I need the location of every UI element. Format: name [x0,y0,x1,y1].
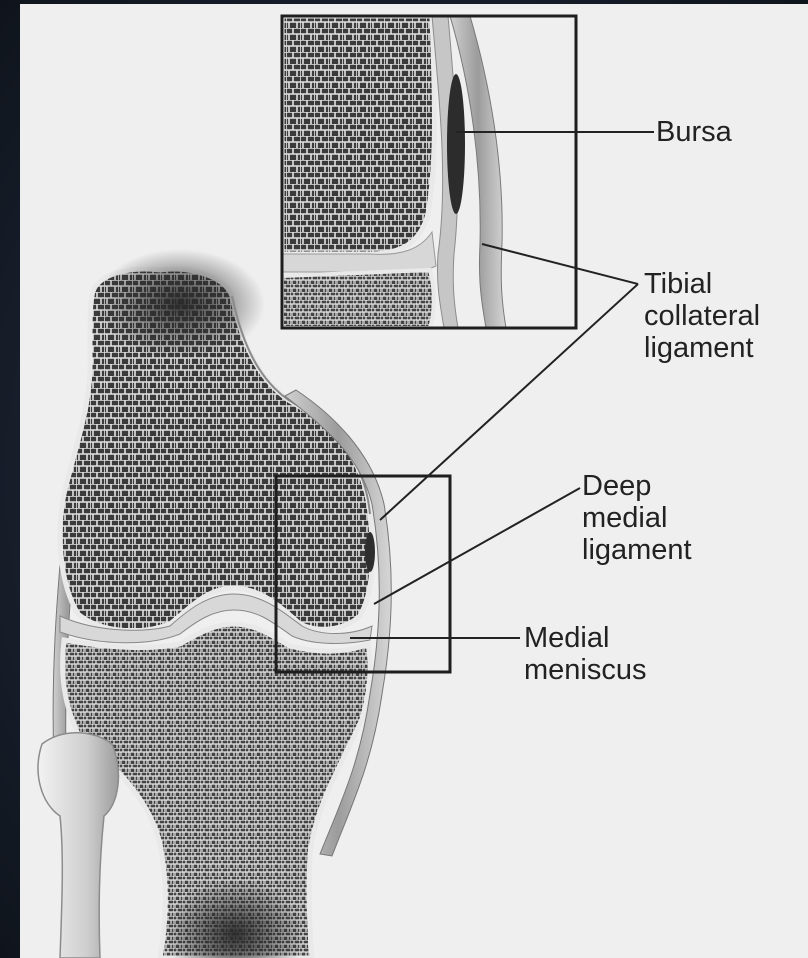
label-line-1: Deep [582,470,692,502]
label-line-1: Medial [524,622,647,654]
label-line-2: medial [582,502,692,534]
label-deep-medial-ligament: Deep medial ligament [582,470,692,566]
label-tibial-collateral-ligament: Tibial collateral ligament [644,268,760,364]
label-line-3: ligament [582,534,692,566]
label-line-1: Tibial [644,268,760,300]
bursa-small [365,532,375,572]
label-line-3: ligament [644,332,760,364]
label-bursa: Bursa [656,116,732,148]
label-line-2: collateral [644,300,760,332]
inset-detail [282,16,576,328]
label-medial-meniscus: Medial meniscus [524,622,647,686]
deep-medial-leader [374,488,580,604]
label-line-2: meniscus [524,654,647,686]
femur-marrow-shadow [95,249,265,359]
fibula-bone [38,733,118,958]
bursa [447,74,465,214]
diagram-panel: Bursa Tibial collateral ligament Deep me… [20,4,808,958]
